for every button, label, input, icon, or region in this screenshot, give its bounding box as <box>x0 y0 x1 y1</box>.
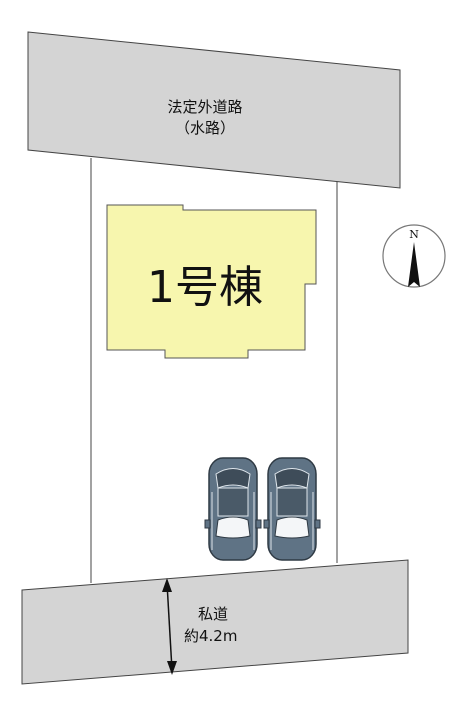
top-road-name: 法定外道路 <box>167 98 242 116</box>
road-width-arrow <box>162 578 177 675</box>
building-label: 1号棟 <box>147 262 263 313</box>
bottom-road-width: 約4.2m <box>184 627 237 645</box>
car-icon <box>204 457 262 561</box>
bottom-road-name: 私道 <box>198 605 228 623</box>
building-footprint <box>106 204 317 359</box>
bottom-road <box>21 559 409 685</box>
compass-label: N <box>409 228 419 241</box>
top-road <box>27 31 401 189</box>
car-icon <box>263 457 321 561</box>
top-road-sub: （水路） <box>175 119 235 137</box>
compass-icon: N <box>382 224 446 288</box>
